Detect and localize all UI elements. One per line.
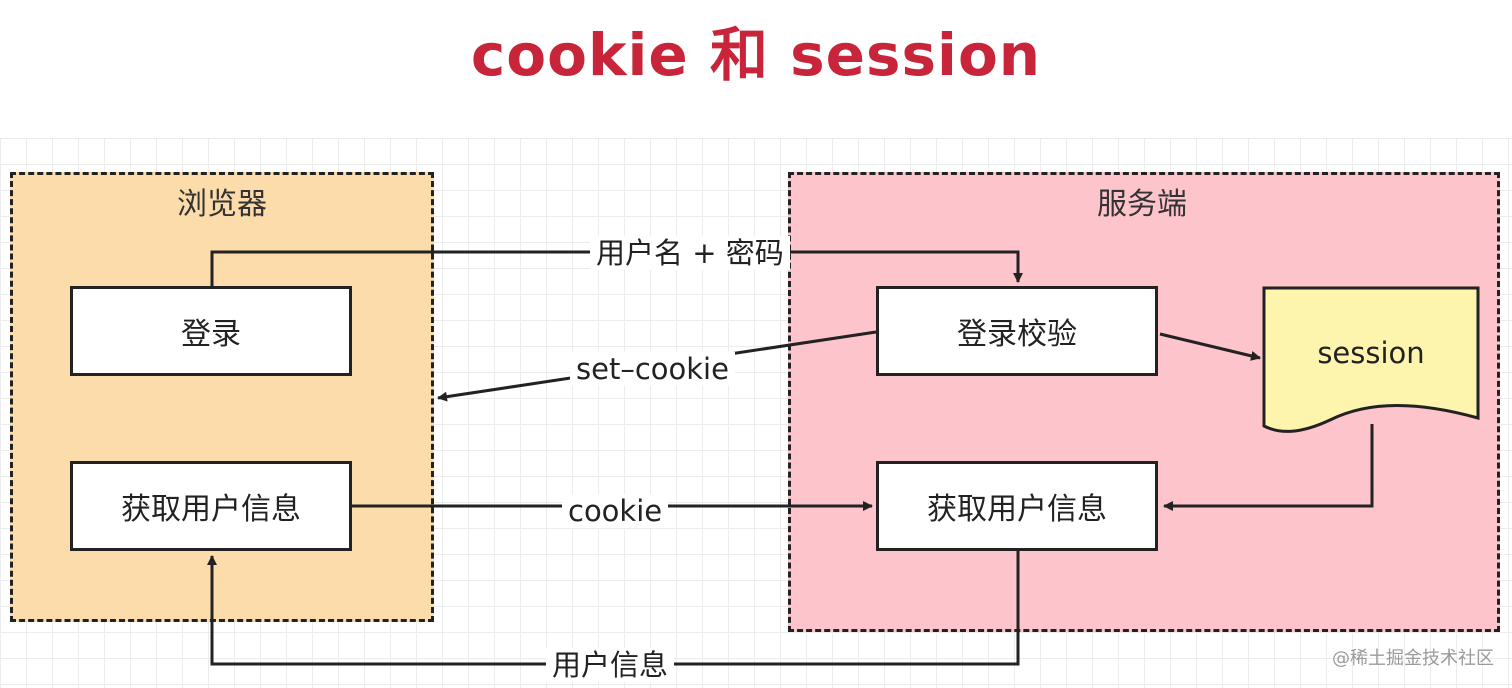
page-title: cookie 和 session [470, 21, 1042, 89]
server-get-user-info-node: 获取用户信息 [876, 461, 1158, 551]
session-node-label: session [1317, 336, 1425, 370]
browser-get-user-info-node: 获取用户信息 [70, 461, 352, 551]
watermark: @稀土掘金技术社区 [1332, 648, 1494, 669]
session-document-shape [1262, 286, 1480, 433]
edge-session-lookup-line [1163, 424, 1374, 511]
edge-cookie-label: cookie [562, 494, 669, 528]
browser-group-label: 浏览器 [177, 187, 267, 222]
edge-credentials-label: 用户名 + 密码 [590, 236, 790, 270]
login-verify-node: 登录校验 [876, 286, 1158, 376]
server-group-label: 服务端 [1097, 187, 1187, 222]
edge-session-store-line [1159, 332, 1261, 361]
edge-set-cookie-label: set–cookie [570, 352, 735, 386]
edge-user-info-label: 用户信息 [546, 648, 675, 682]
login-node: 登录 [70, 286, 352, 376]
